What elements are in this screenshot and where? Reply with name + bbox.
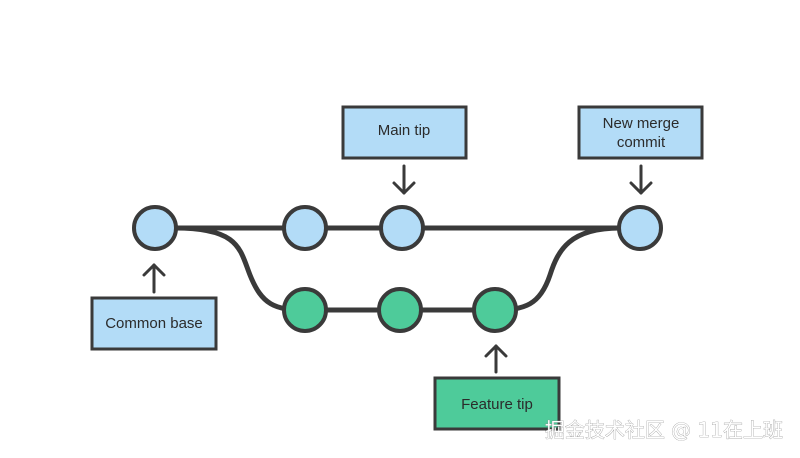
commit-feature-tip	[472, 287, 518, 333]
commit-feature-2	[377, 287, 423, 333]
arrow-merge-commit	[629, 164, 653, 195]
arrow-main-tip	[392, 164, 416, 195]
main-commits	[132, 205, 663, 251]
commit-common-base	[132, 205, 178, 251]
new-merge-commit-label-line2: commit	[617, 134, 666, 151]
commit-main-1	[282, 205, 328, 251]
main-tip-label: Main tip	[378, 122, 431, 139]
common-base-label: Common base	[105, 315, 203, 332]
watermark-text: 掘金技术社区 @ 11在上班	[545, 418, 783, 442]
label-feature-tip: Feature tip	[433, 376, 561, 431]
label-common-base: Common base	[90, 296, 218, 351]
feature-commits	[282, 287, 518, 333]
arrow-feature-tip	[484, 344, 508, 374]
commit-feature-1	[282, 287, 328, 333]
commit-main-tip	[379, 205, 425, 251]
feature-tip-label: Feature tip	[461, 396, 533, 413]
label-main-tip: Main tip	[341, 105, 468, 160]
new-merge-commit-label-line1: New merge	[603, 115, 680, 132]
label-new-merge-commit: New merge commit	[577, 105, 704, 160]
arrows	[142, 164, 653, 374]
arrow-common-base	[142, 263, 166, 294]
commit-merge	[617, 205, 663, 251]
